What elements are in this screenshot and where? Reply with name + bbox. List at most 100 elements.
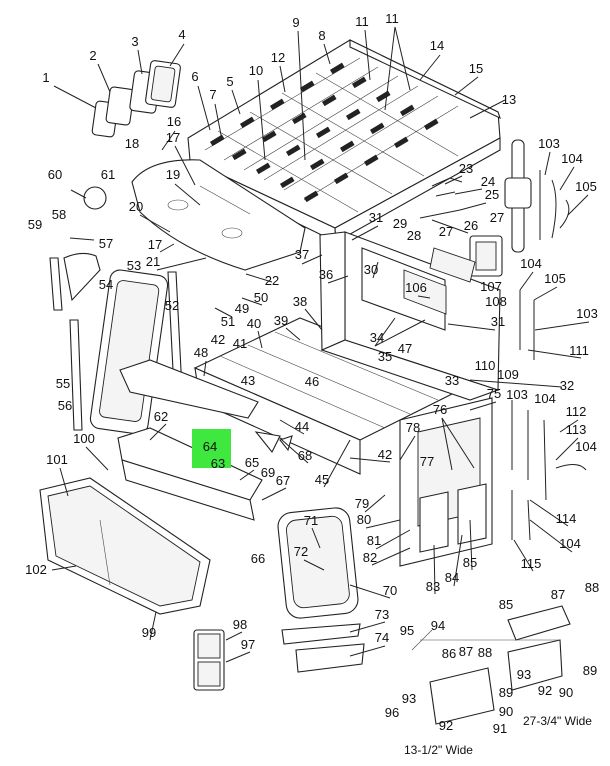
callout-79: 79: [355, 496, 369, 511]
leader-line: [417, 295, 431, 299]
callout-73: 73: [375, 607, 389, 622]
callout-107: 107: [480, 279, 502, 294]
callout-69: 69: [261, 465, 275, 480]
callout-12: 12: [271, 50, 285, 65]
window-kit-large: [507, 605, 571, 641]
callout-100: 100: [73, 431, 95, 446]
callout-114: 114: [556, 511, 577, 526]
leader-line: [149, 423, 167, 441]
leader-line: [225, 631, 243, 641]
leader-line: [372, 261, 379, 279]
callout-91: 91: [493, 721, 507, 736]
callout-22: 22: [265, 273, 279, 288]
front-roof-cap: [131, 159, 306, 271]
callout-56: 56: [58, 398, 72, 413]
callout-45: 45: [315, 472, 329, 487]
callout-97: 97: [241, 637, 255, 652]
callout-4: 4: [178, 27, 185, 42]
callout-71: 71: [304, 513, 318, 528]
callout-53: 53: [127, 258, 141, 273]
callout-112: 112: [566, 404, 587, 419]
callout-109: 109: [497, 367, 519, 382]
callout-89: 89: [499, 685, 513, 700]
callout-64: 64: [203, 439, 217, 454]
callout-47: 47: [398, 341, 412, 356]
cowl-panel: [117, 427, 263, 501]
callout-90: 90: [559, 685, 573, 700]
leader-line: [323, 439, 351, 488]
callout-104: 104: [520, 256, 542, 271]
callout-87: 87: [551, 587, 565, 602]
callout-82: 82: [363, 550, 377, 565]
leader-line: [469, 99, 506, 119]
callout-2: 2: [89, 48, 96, 63]
leader-line: [327, 275, 349, 284]
leader-line: [261, 487, 287, 501]
callout-21: 21: [146, 254, 160, 269]
callout-46: 46: [305, 374, 319, 389]
callout-63: 63: [211, 456, 225, 471]
callout-39: 39: [274, 313, 288, 328]
callout-50: 50: [254, 290, 268, 305]
callout-1: 1: [42, 70, 49, 85]
rear-window-106: [403, 269, 447, 315]
callout-88: 88: [585, 580, 599, 595]
callout-55: 55: [56, 376, 70, 391]
callout-13: 13: [502, 92, 516, 107]
leader-line: [453, 534, 463, 587]
callout-86: 86: [442, 646, 456, 661]
callout-102: 102: [25, 562, 47, 577]
callout-72: 72: [294, 544, 308, 559]
callout-83: 83: [426, 579, 440, 594]
leader-line: [365, 519, 401, 529]
callout-27: 27: [490, 210, 504, 225]
leader-lines: [51, 26, 590, 663]
leader-line: [529, 519, 573, 553]
leader-line: [169, 43, 185, 67]
callout-19: 19: [166, 167, 180, 182]
leader-line: [544, 151, 551, 176]
callout-51: 51: [221, 314, 235, 329]
leader-line: [279, 419, 305, 435]
callout-37: 37: [295, 247, 309, 262]
callout-60: 60: [48, 167, 62, 182]
callout-43: 43: [241, 373, 255, 388]
leader-line: [559, 419, 579, 433]
leader-line: [149, 611, 157, 641]
callout-28: 28: [407, 228, 421, 243]
callout-68: 68: [298, 448, 312, 463]
callout-108: 108: [485, 294, 507, 309]
dash-top: [119, 359, 259, 419]
callout-25: 25: [485, 187, 499, 202]
callout-41: 41: [233, 336, 247, 351]
callout-90: 90: [499, 704, 513, 719]
callout-54: 54: [99, 277, 113, 292]
callout-111: 111: [569, 343, 589, 358]
callout-17: 17: [148, 237, 162, 252]
highlight-box: [192, 429, 231, 468]
callout-96: 96: [385, 705, 399, 720]
callout-92: 92: [538, 683, 552, 698]
leader-line: [375, 529, 411, 550]
leader-line: [349, 645, 386, 657]
callout-58: 58: [52, 207, 66, 222]
leader-line: [214, 307, 233, 318]
leader-line: [174, 183, 201, 206]
callout-42: 42: [211, 332, 225, 347]
callout-103: 103: [576, 306, 598, 321]
leader-line: [533, 286, 558, 301]
leader-line: [311, 527, 321, 549]
leader-line: [159, 243, 175, 253]
callout-26: 26: [464, 218, 478, 233]
leader-line: [239, 469, 255, 481]
leader-line: [351, 225, 379, 241]
callout-33: 33: [445, 373, 459, 388]
leader-line: [559, 166, 575, 191]
callout-62: 62: [154, 409, 168, 424]
callout-11: 11: [355, 14, 369, 29]
callout-94: 94: [431, 618, 445, 633]
leader-line: [214, 103, 223, 141]
leader-line: [53, 85, 97, 109]
